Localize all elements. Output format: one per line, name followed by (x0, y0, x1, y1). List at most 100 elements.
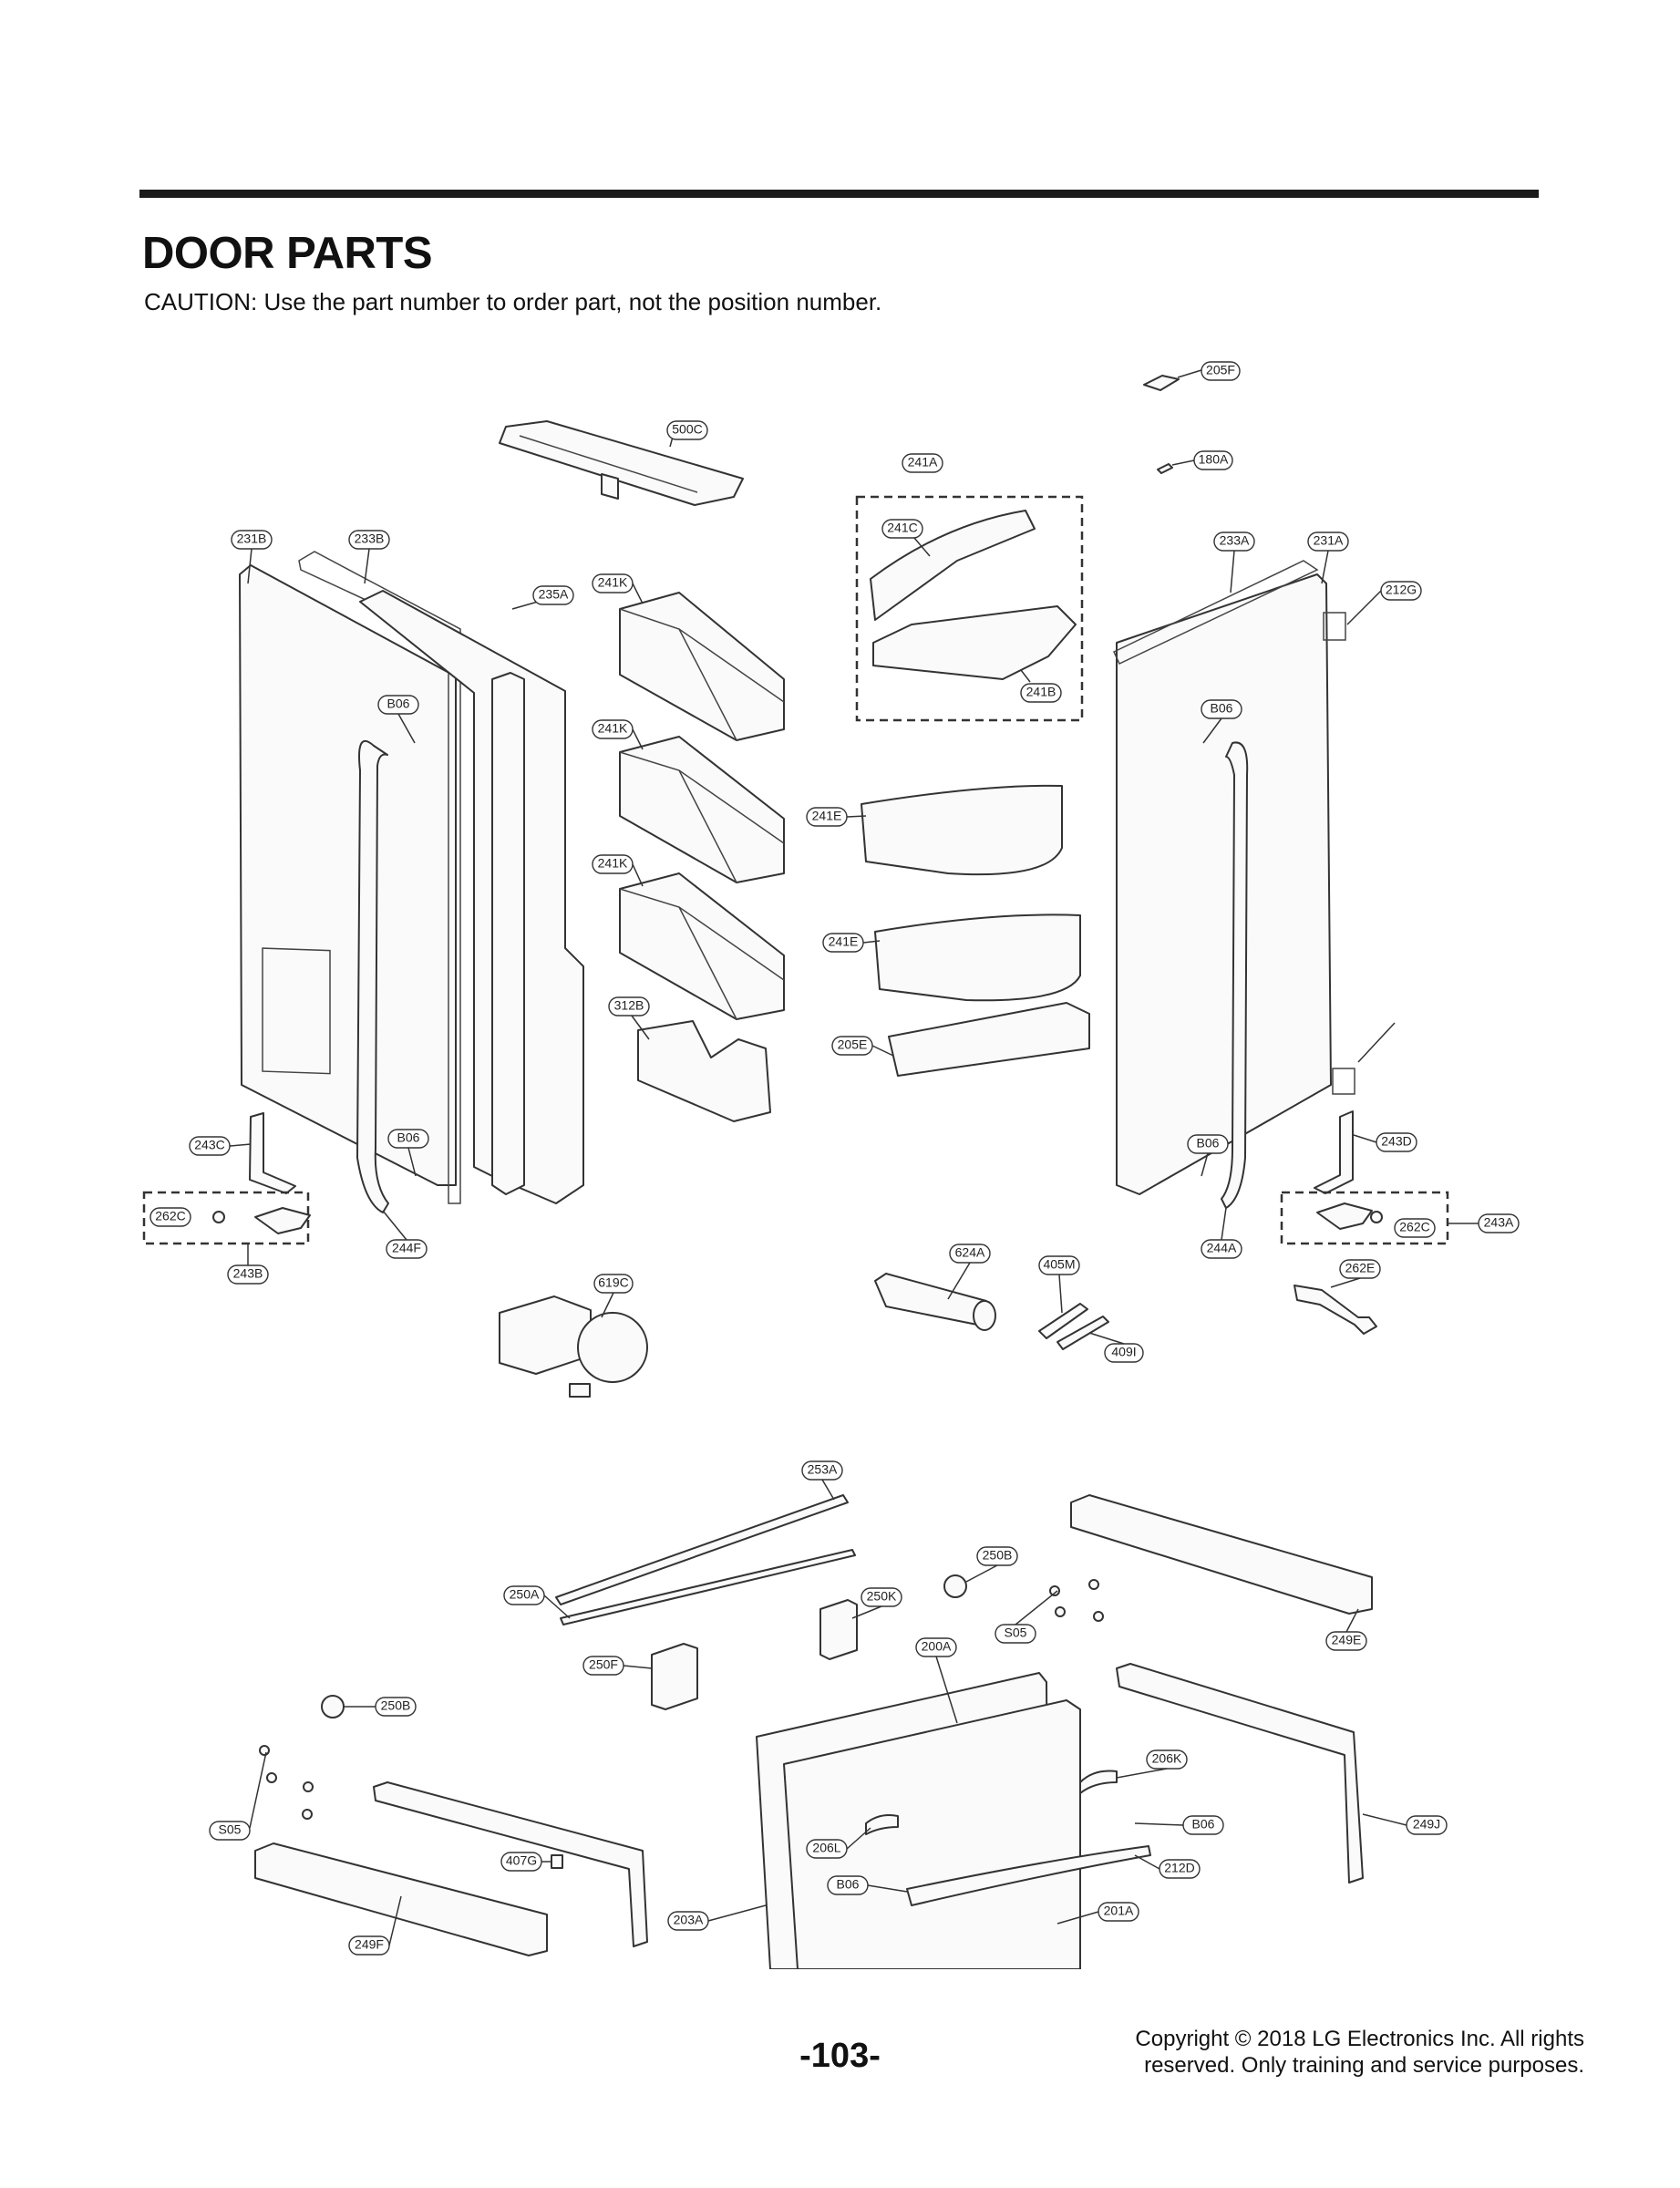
part-250A-rail (560, 1549, 856, 1626)
svg-text:243A: 243A (1484, 1215, 1514, 1230)
svg-text:200A: 200A (922, 1639, 952, 1654)
svg-text:241C: 241C (887, 521, 917, 535)
part-249E-slide (1070, 1494, 1373, 1615)
part-washer-right (1370, 1211, 1383, 1223)
part-180A-pin (1157, 463, 1173, 474)
part-624A-filter (874, 1273, 996, 1331)
group-243B-box (142, 1191, 310, 1245)
callout-212D: 212D (1159, 1859, 1201, 1879)
svg-text:B06: B06 (387, 697, 410, 711)
part-619C-valve (499, 1295, 648, 1398)
svg-text:250F: 250F (589, 1657, 618, 1672)
header-rule (139, 190, 1539, 198)
svg-text:203A: 203A (674, 1913, 704, 1927)
svg-text:235A: 235A (539, 587, 569, 602)
svg-text:S05: S05 (219, 1822, 242, 1837)
svg-text:249E: 249E (1332, 1633, 1362, 1647)
callout-B06-5: B06 (1182, 1815, 1224, 1835)
part-243D-hinge (1314, 1110, 1354, 1194)
callout-201A: 201A (1098, 1902, 1139, 1922)
callout-250K: 250K (861, 1587, 902, 1607)
callout-231B: 231B (231, 530, 273, 550)
part-241C-cover (870, 510, 1036, 621)
part-241K-bin-1 (619, 592, 785, 741)
part-250F-bracket (651, 1643, 698, 1710)
part-231A-right-door (1116, 573, 1332, 1195)
part-241E-bin-2 (874, 913, 1081, 1002)
part-249F-slide (254, 1842, 548, 1956)
svg-text:243B: 243B (233, 1266, 263, 1281)
svg-text:212G: 212G (1386, 583, 1417, 597)
svg-text:250K: 250K (867, 1589, 897, 1604)
svg-text:405M: 405M (1043, 1257, 1075, 1272)
part-241E-bin-1 (861, 784, 1063, 876)
svg-text:262C: 262C (1399, 1220, 1429, 1234)
callout-231A: 231A (1307, 532, 1349, 552)
svg-text:201A: 201A (1104, 1904, 1134, 1918)
part-231B-left-door (239, 564, 457, 1186)
page-title: DOOR PARTS (142, 229, 433, 278)
part-206K-cap (1079, 1770, 1118, 1794)
part-409I-strip (1056, 1316, 1109, 1350)
callout-249J: 249J (1406, 1815, 1448, 1835)
callout-409I: 409I (1104, 1343, 1144, 1363)
part-262C-right (1316, 1202, 1373, 1230)
callout-205F: 205F (1201, 361, 1241, 381)
callout-619C: 619C (593, 1274, 634, 1294)
svg-text:262E: 262E (1345, 1261, 1376, 1275)
svg-text:407G: 407G (506, 1853, 537, 1868)
callout-250F: 250F (582, 1656, 624, 1676)
callout-B06-4: B06 (1187, 1134, 1229, 1154)
part-205E-bin (888, 1002, 1090, 1077)
part-250K-cover (819, 1599, 858, 1660)
callout-B06-1: B06 (377, 695, 419, 715)
svg-text:B06: B06 (397, 1130, 420, 1145)
svg-text:250A: 250A (510, 1587, 540, 1602)
callout-262E: 262E (1339, 1259, 1381, 1279)
svg-text:241A: 241A (908, 455, 938, 470)
caution-note: CAUTION: Use the part number to order pa… (144, 288, 882, 315)
callout-233A: 233A (1213, 532, 1255, 552)
callout-241K-1: 241K (592, 573, 634, 593)
part-262E-tool (1293, 1285, 1377, 1335)
part-right-label (1332, 1068, 1355, 1095)
callout-206L: 206L (806, 1839, 848, 1859)
svg-text:206K: 206K (1152, 1751, 1182, 1766)
leader-lines (229, 548, 1479, 1946)
svg-text:250B: 250B (381, 1698, 411, 1713)
callout-244F: 244F (386, 1239, 428, 1259)
part-washer-left (212, 1211, 225, 1223)
part-S05-screws-2 (259, 1745, 314, 1820)
callout-250B-2: 250B (375, 1697, 417, 1717)
group-241A-box (855, 495, 1084, 722)
part-405M-strip (1038, 1303, 1088, 1339)
svg-text:243D: 243D (1381, 1134, 1411, 1149)
svg-text:241K: 241K (598, 856, 628, 871)
svg-text:231B: 231B (237, 532, 267, 546)
part-241K-bin-2 (619, 736, 785, 883)
callout-243A: 243A (1478, 1213, 1520, 1233)
svg-text:624A: 624A (955, 1245, 985, 1260)
svg-text:619C: 619C (598, 1275, 628, 1290)
callout-241A: 241A (902, 453, 943, 473)
callout-262C-1: 262C (149, 1207, 191, 1227)
callout-200A: 200A (915, 1637, 957, 1657)
part-250B-gear-2 (321, 1695, 345, 1718)
callout-233B: 233B (348, 530, 390, 550)
callout-241E-2: 241E (822, 933, 864, 953)
callout-407G: 407G (500, 1852, 542, 1872)
svg-text:241K: 241K (598, 575, 628, 590)
part-235A-liner (359, 590, 584, 1204)
svg-text:249J: 249J (1413, 1817, 1440, 1832)
svg-text:312B: 312B (614, 998, 644, 1013)
svg-text:180A: 180A (1199, 452, 1229, 467)
callout-212G: 212G (1380, 581, 1422, 601)
svg-text:S05: S05 (1005, 1626, 1027, 1640)
part-500C-connector (601, 473, 619, 500)
svg-text:241B: 241B (1026, 685, 1056, 699)
part-mullion-bar (491, 672, 525, 1195)
callout-S05-1: S05 (995, 1624, 1036, 1644)
callout-500C: 500C (666, 420, 708, 440)
callout-249F: 249F (348, 1935, 390, 1956)
part-241B-bin (872, 605, 1077, 680)
